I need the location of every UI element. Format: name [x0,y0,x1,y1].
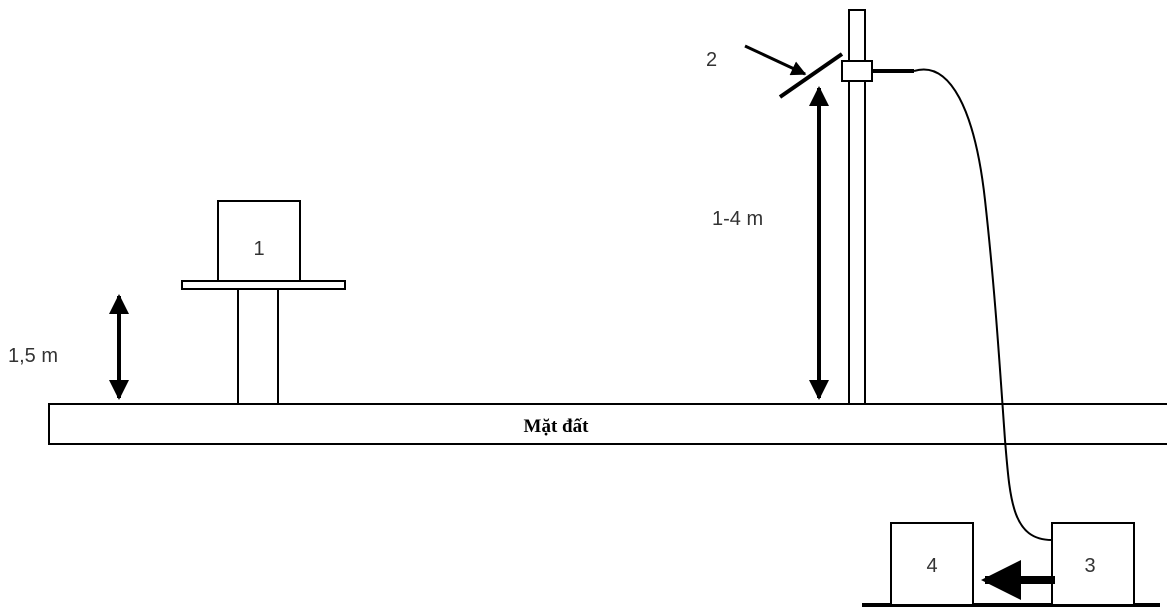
instrument-1-box [217,200,301,282]
sensor-2-plate [778,52,844,99]
mast-clamp [841,60,873,82]
ground-label: Mặt đất [524,416,590,437]
recorder-4-label: 4 [926,555,937,577]
mast-pole [848,9,866,405]
sensor-2-pointer-arrow [744,44,807,76]
instrument-1-stand: 1 [181,200,346,405]
height-label-1-4m: 1-4 m [712,208,763,230]
receiver-3-box [1051,522,1135,606]
sensor-cable [913,68,1053,541]
height-label-1-5m: 1,5 m [8,345,58,367]
instrument-1-post [237,288,279,405]
ground-slab [48,403,1167,445]
receiver-3-label: 3 [1084,555,1095,577]
instrument-1-label: 1 [253,238,264,260]
instrument-1-platform [181,280,346,290]
recorder-4-box [890,522,974,606]
sensor-mast [778,9,914,405]
sensor-2-label: 2 [706,49,717,71]
